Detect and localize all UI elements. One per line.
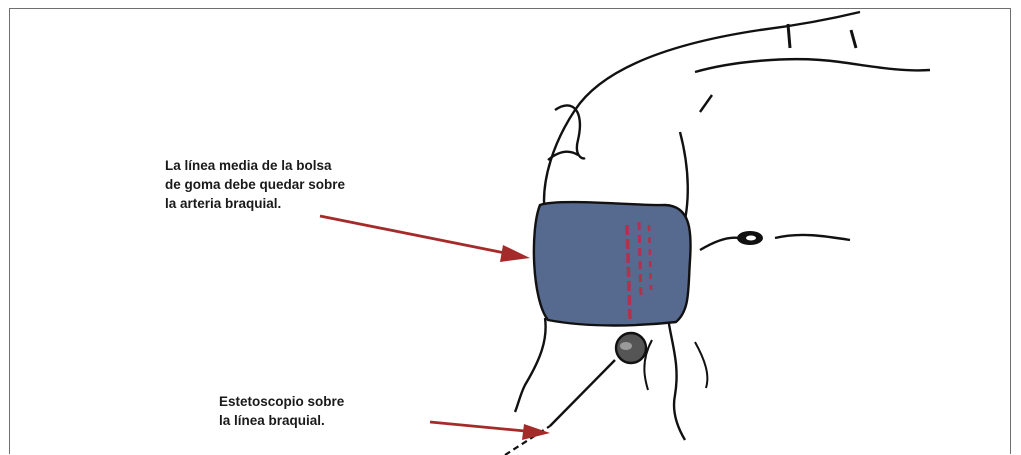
blood-pressure-cuff (534, 202, 691, 325)
neck-line-right (851, 30, 856, 48)
clavicle-line (695, 59, 930, 72)
arrow-to-cuff (320, 216, 530, 262)
elbow-crease-2 (695, 342, 707, 388)
shoulder-outline (544, 12, 860, 215)
cuff-midline-annotation: La línea media de la bolsa de goma debe … (165, 156, 525, 213)
nipple-inner (746, 236, 756, 241)
chest-lower-right (775, 235, 850, 240)
stethoscope-tube (550, 360, 615, 426)
stethoscope-head-shine (620, 342, 632, 350)
chest-line (700, 95, 712, 112)
arm-outline-right (668, 318, 685, 440)
armpit-line (555, 105, 585, 158)
arm-outline-left (515, 318, 546, 412)
stethoscope-annotation: Estetoscopio sobre la línea braquial. (219, 392, 479, 430)
neck-line-left (788, 24, 790, 48)
